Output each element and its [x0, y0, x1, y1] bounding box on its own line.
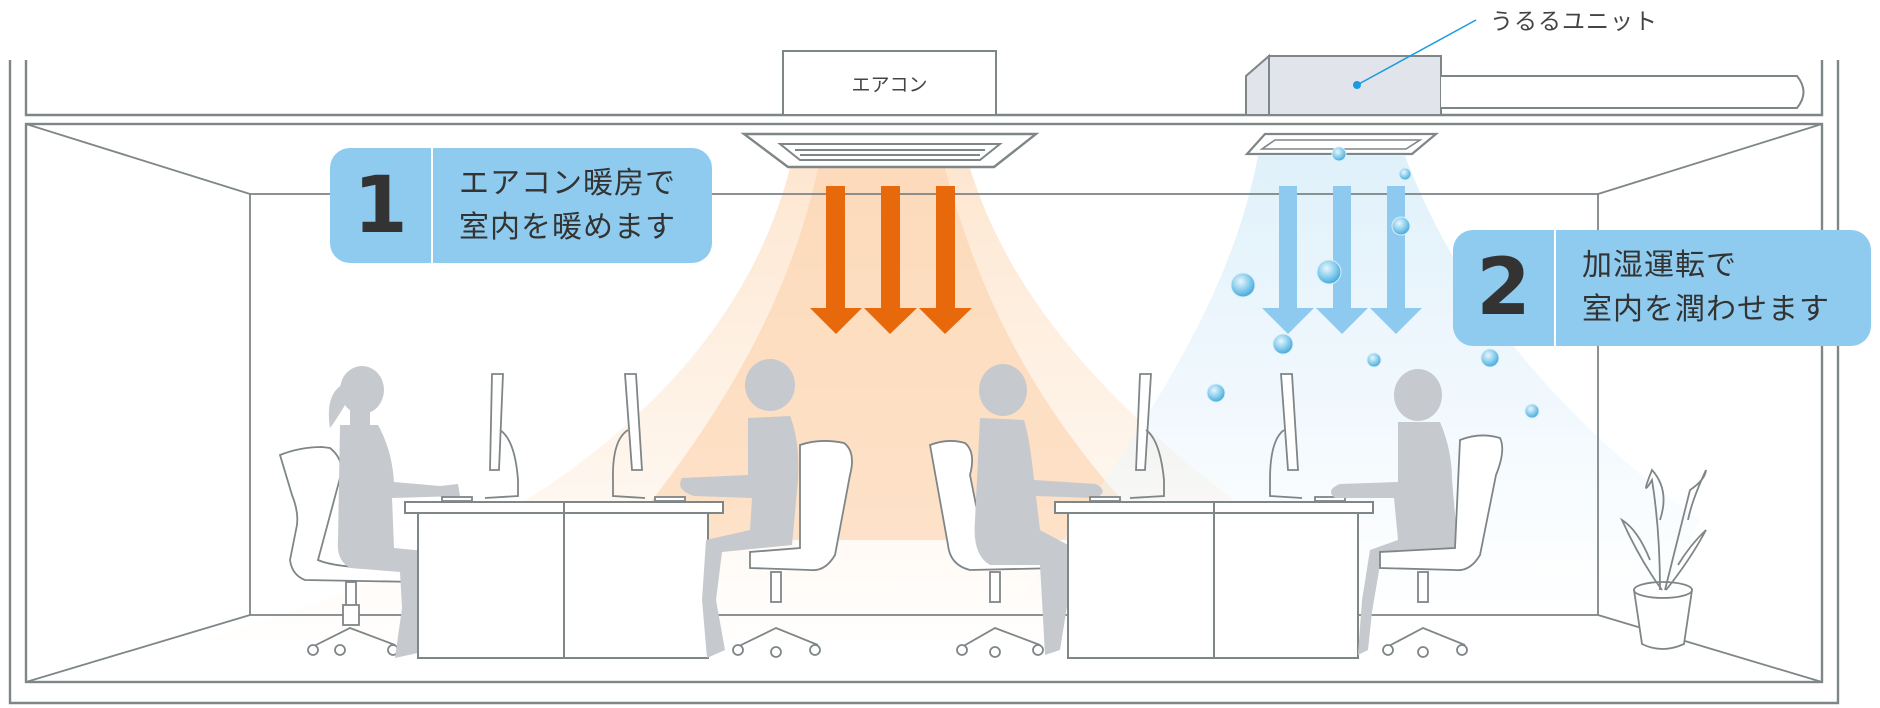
step-2-number: 2 [1453, 230, 1556, 346]
step-1-badge: 1 エアコン暖房で 室内を暖めます [330, 148, 712, 263]
chair-icon [732, 440, 853, 658]
step-2-line2: 室内を潤わせます [1582, 292, 1830, 327]
step-2-badge: 2 加湿運転で 室内を潤わせます [1453, 230, 1871, 346]
humidifier-unit-icon [1245, 53, 1805, 116]
step-1-number: 1 [330, 148, 433, 263]
step-2-text: 加湿運転で 室内を潤わせます [1556, 230, 1830, 346]
step-2-line1: 加湿運転で [1582, 248, 1737, 283]
chair-icon [928, 440, 1061, 658]
humid-air-arrows [1262, 186, 1422, 334]
warm-air-arrows [810, 186, 972, 334]
chair-icon [1379, 434, 1504, 658]
aircon-label: エアコン [851, 74, 928, 96]
desk-right-icon [1054, 501, 1374, 659]
aircon-ceiling-box [782, 50, 997, 116]
monitor-icon [441, 373, 686, 502]
humidifier-vent-icon [1244, 132, 1440, 156]
potted-plant-icon [1619, 468, 1707, 650]
humid-air-glow [1020, 156, 1700, 600]
humidifier-unit-label: うるるユニット [1490, 9, 1658, 35]
person-woman-icon [1331, 369, 1458, 655]
step-1-line1: エアコン暖房で [459, 165, 676, 201]
monitor-icon [1089, 373, 1346, 502]
aircon-cassette-icon [740, 132, 1040, 169]
step-1-line2: 室内を暖めます [459, 209, 676, 245]
humidifier-leader-line [1353, 19, 1477, 89]
desk-left-icon [404, 501, 724, 659]
person-man-icon [974, 364, 1103, 655]
person-man-icon [680, 359, 799, 658]
step-1-text: エアコン暖房で 室内を暖めます [433, 148, 676, 263]
